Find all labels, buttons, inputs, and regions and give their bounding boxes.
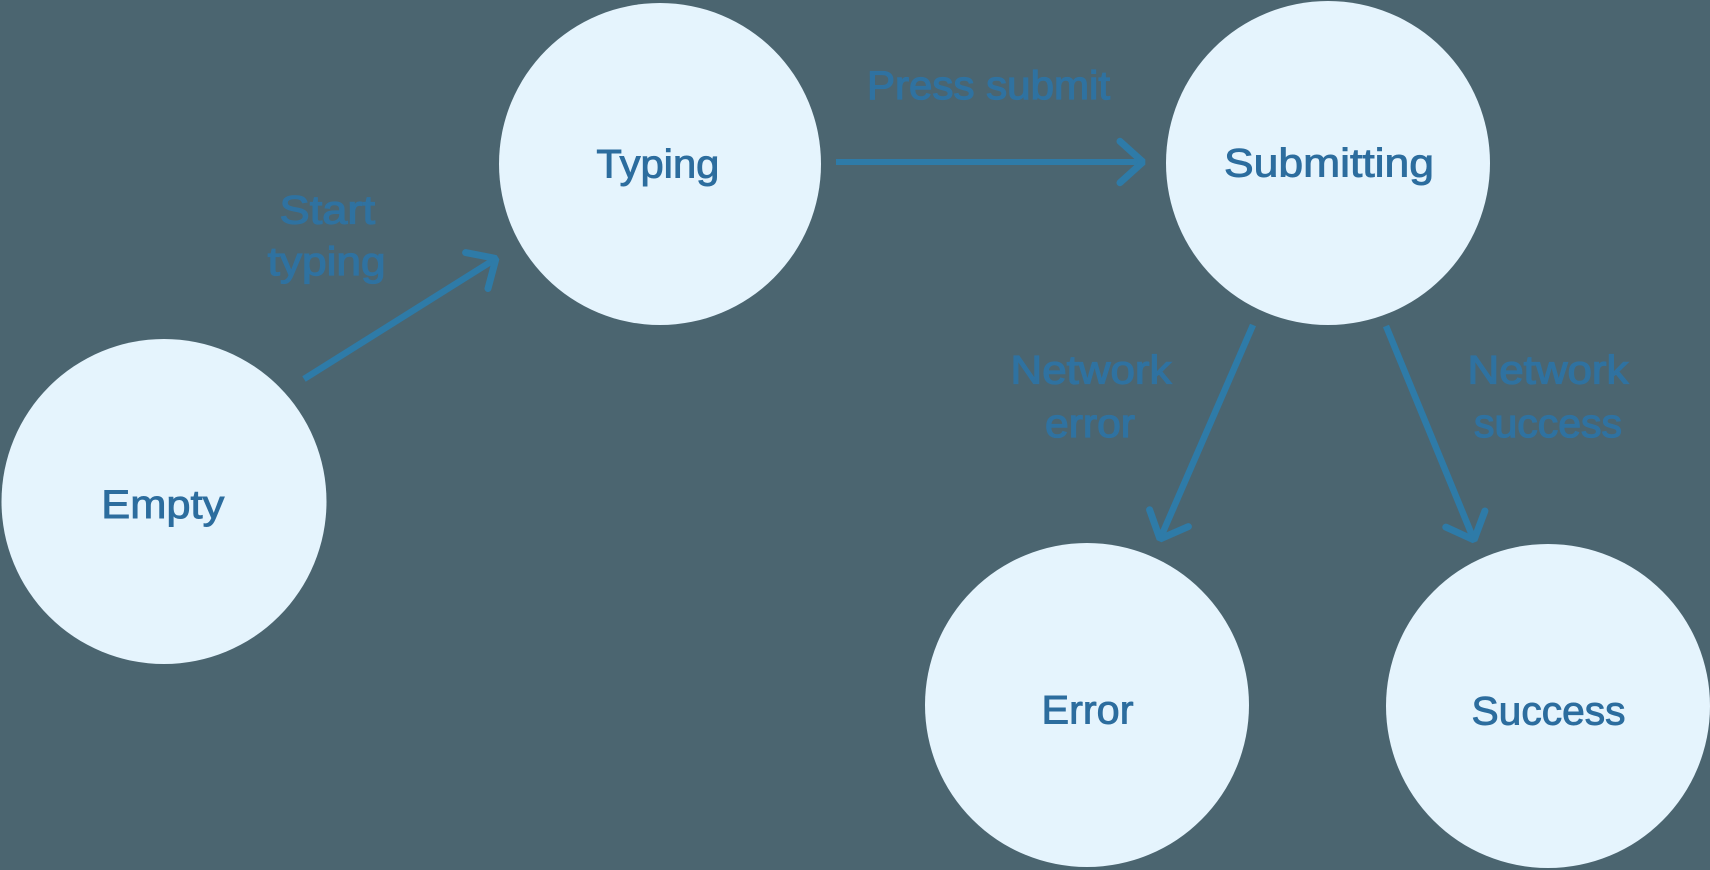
svg-text:Start: Start: [280, 189, 376, 233]
svg-text:error: error: [1045, 402, 1135, 446]
svg-text:Press submit: Press submit: [867, 64, 1110, 108]
svg-text:Network: Network: [1011, 349, 1173, 393]
svg-text:Success: Success: [1472, 690, 1626, 734]
svg-text:Submitting: Submitting: [1224, 142, 1434, 186]
svg-text:Error: Error: [1042, 689, 1134, 733]
svg-text:Empty: Empty: [101, 483, 224, 527]
svg-text:Typing: Typing: [596, 143, 719, 187]
svg-text:success: success: [1474, 402, 1622, 446]
svg-text:Network: Network: [1468, 349, 1630, 393]
svg-text:typing: typing: [268, 240, 386, 284]
